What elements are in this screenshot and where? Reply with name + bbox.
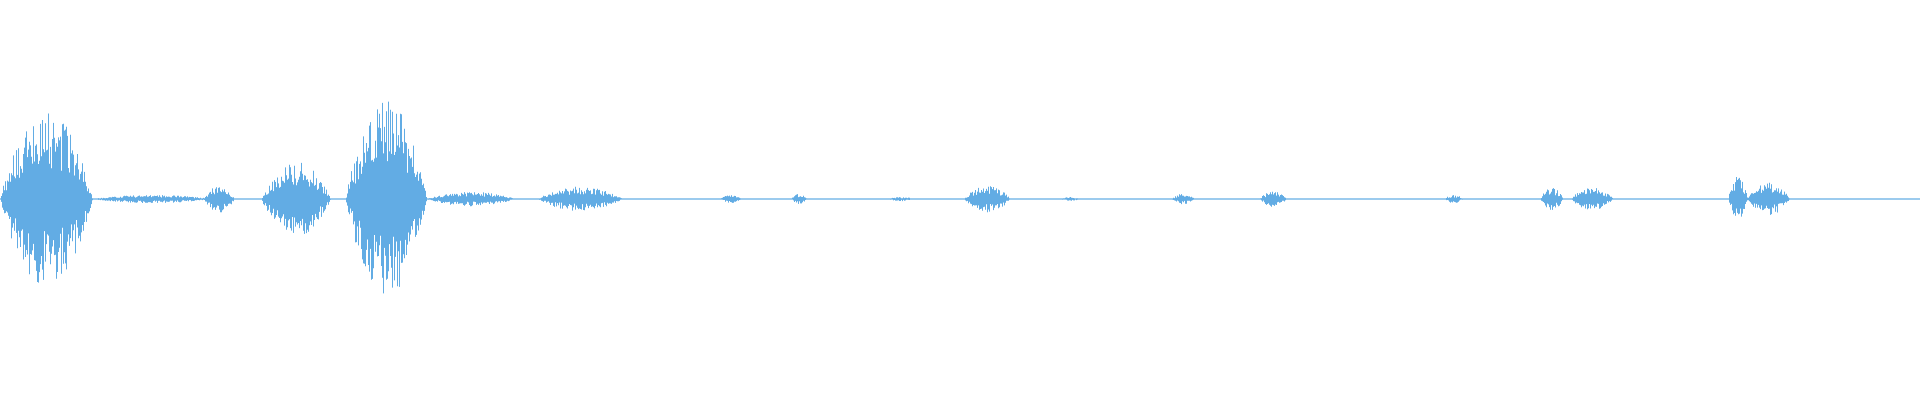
waveform-trace bbox=[0, 101, 1920, 294]
waveform-lines bbox=[0, 101, 1920, 294]
